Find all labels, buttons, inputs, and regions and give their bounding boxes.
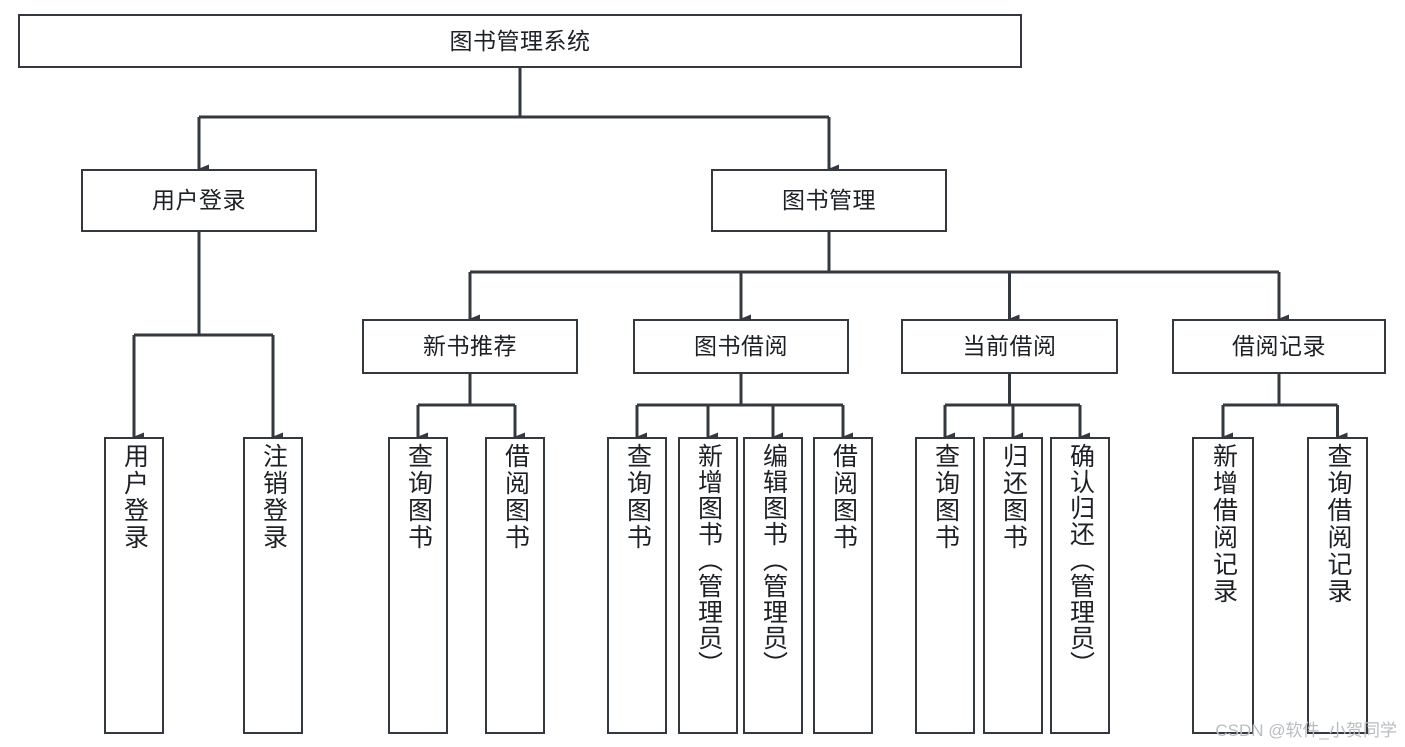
node-leaf-confirm-return[interactable]: 确认归还（管理员）: [1050, 437, 1110, 734]
node-label-book-borrow: 图书借阅: [694, 333, 788, 360]
node-label-leaf-user-login: 用户登录: [120, 443, 149, 551]
node-label-leaf-query-book-2: 查询图书: [623, 443, 652, 551]
node-book-manage[interactable]: 图书管理: [711, 169, 947, 232]
node-new-book-recommend[interactable]: 新书推荐: [362, 319, 578, 374]
node-label-leaf-add-book: 新增图书（管理员）: [694, 443, 723, 677]
node-leaf-logout[interactable]: 注销登录: [243, 437, 303, 734]
node-label-root: 图书管理系统: [449, 27, 591, 54]
node-leaf-query-book-3[interactable]: 查询图书: [915, 437, 975, 734]
node-label-new-book-recommend: 新书推荐: [423, 333, 517, 360]
node-leaf-user-login[interactable]: 用户登录: [104, 437, 164, 734]
node-label-user-login: 用户登录: [152, 187, 246, 214]
node-label-leaf-borrow-book-2: 借阅图书: [829, 443, 858, 551]
node-leaf-return-book[interactable]: 归还图书: [983, 437, 1043, 734]
node-label-leaf-logout: 注销登录: [259, 443, 288, 551]
node-label-leaf-query-book-3: 查询图书: [931, 443, 960, 551]
node-book-borrow[interactable]: 图书借阅: [633, 319, 849, 374]
node-label-leaf-return-book: 归还图书: [999, 443, 1028, 551]
node-leaf-borrow-book-2[interactable]: 借阅图书: [813, 437, 873, 734]
node-leaf-query-book-2[interactable]: 查询图书: [607, 437, 667, 734]
node-label-leaf-query-book-1: 查询图书: [404, 443, 433, 551]
node-label-leaf-edit-book: 编辑图书（管理员）: [759, 443, 788, 677]
node-label-book-manage: 图书管理: [782, 187, 876, 214]
node-label-leaf-confirm-return: 确认归还（管理员）: [1066, 443, 1095, 677]
node-current-borrow[interactable]: 当前借阅: [901, 319, 1118, 374]
node-borrow-record[interactable]: 借阅记录: [1172, 319, 1386, 374]
node-leaf-query-book-1[interactable]: 查询图书: [388, 437, 448, 734]
node-leaf-add-record[interactable]: 新增借阅记录: [1192, 437, 1254, 734]
node-leaf-edit-book[interactable]: 编辑图书（管理员）: [743, 437, 803, 734]
node-label-current-borrow: 当前借阅: [962, 333, 1057, 360]
node-leaf-add-book[interactable]: 新增图书（管理员）: [678, 437, 738, 734]
node-label-leaf-borrow-book-1: 借阅图书: [501, 443, 530, 551]
node-label-leaf-add-record: 新增借阅记录: [1209, 443, 1238, 605]
node-user-login[interactable]: 用户登录: [81, 169, 317, 232]
node-leaf-borrow-book-1[interactable]: 借阅图书: [485, 437, 545, 734]
node-leaf-query-record[interactable]: 查询借阅记录: [1307, 437, 1368, 734]
node-label-borrow-record: 借阅记录: [1232, 333, 1326, 360]
node-root[interactable]: 图书管理系统: [18, 14, 1022, 68]
node-label-leaf-query-record: 查询借阅记录: [1324, 443, 1352, 605]
